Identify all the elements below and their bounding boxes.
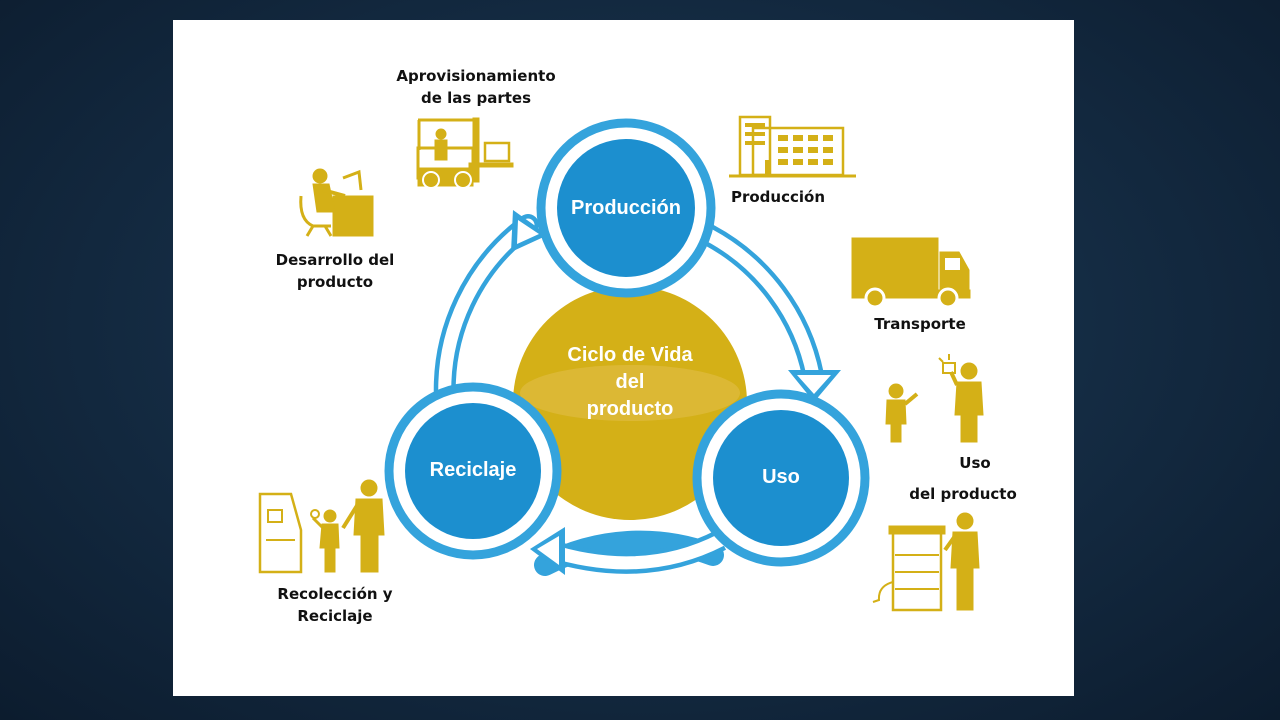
stage-produccion-label: Producción	[718, 186, 838, 208]
desarrollo-line2: producto	[296, 273, 374, 291]
stage-desarrollo-label: Desarrollo del producto	[265, 249, 405, 293]
cycle-arrow-bottom	[544, 530, 727, 574]
people-device-icon	[885, 354, 984, 443]
uso-line2: del producto	[909, 485, 1017, 503]
aprovisionamiento-line1: Aprovisionamiento	[396, 67, 556, 85]
stage-transporte-label: Transporte	[860, 313, 980, 335]
reciclaje-node	[384, 382, 562, 560]
recoleccion-line2: Reciclaje	[297, 607, 373, 625]
stage-uso-label: Uso del producto	[893, 448, 1033, 510]
center-circle	[513, 286, 747, 520]
recoleccion-line1: Recolección y	[277, 585, 393, 603]
arrowhead-top	[511, 210, 548, 252]
life-cycle-diagram	[258, 115, 984, 612]
recycling-machine-icon	[258, 479, 385, 574]
arrowhead-bottom	[530, 527, 565, 575]
copier-person-icon	[872, 512, 980, 612]
transporte-line1: Transporte	[874, 315, 966, 333]
arrowhead-right	[788, 370, 841, 402]
reciclaje-node-label: Reciclaje	[429, 459, 517, 481]
center-label-line3: producto	[586, 398, 674, 420]
produccion-line1: Producción	[730, 188, 826, 206]
aprovisionamiento-line2: de las partes	[420, 89, 532, 107]
truck-icon	[851, 237, 971, 309]
center-label: Ciclo de Vida del producto	[538, 342, 722, 423]
designer-desk-icon	[299, 168, 374, 237]
factory-icon	[729, 115, 856, 178]
desarrollo-line1: Desarrollo del	[275, 251, 395, 269]
uso-node-label: Uso	[762, 466, 800, 488]
uso-line1: Uso	[959, 454, 991, 472]
forklift-icon	[416, 117, 514, 189]
produccion-node-label: Producción	[570, 197, 681, 219]
uso-node	[692, 389, 870, 567]
center-label-line1: Ciclo de Vida	[567, 344, 693, 366]
produccion-node	[536, 118, 716, 298]
center-label-line2: del	[615, 371, 645, 393]
stage-recoleccion-label: Recolección y Reciclaje	[265, 583, 405, 627]
diagram-slide: Producción Uso Reciclaje Ciclo de Vida d…	[173, 20, 1074, 696]
stage-aprovisionamiento-label: Aprovisionamiento de las partes	[386, 65, 566, 109]
